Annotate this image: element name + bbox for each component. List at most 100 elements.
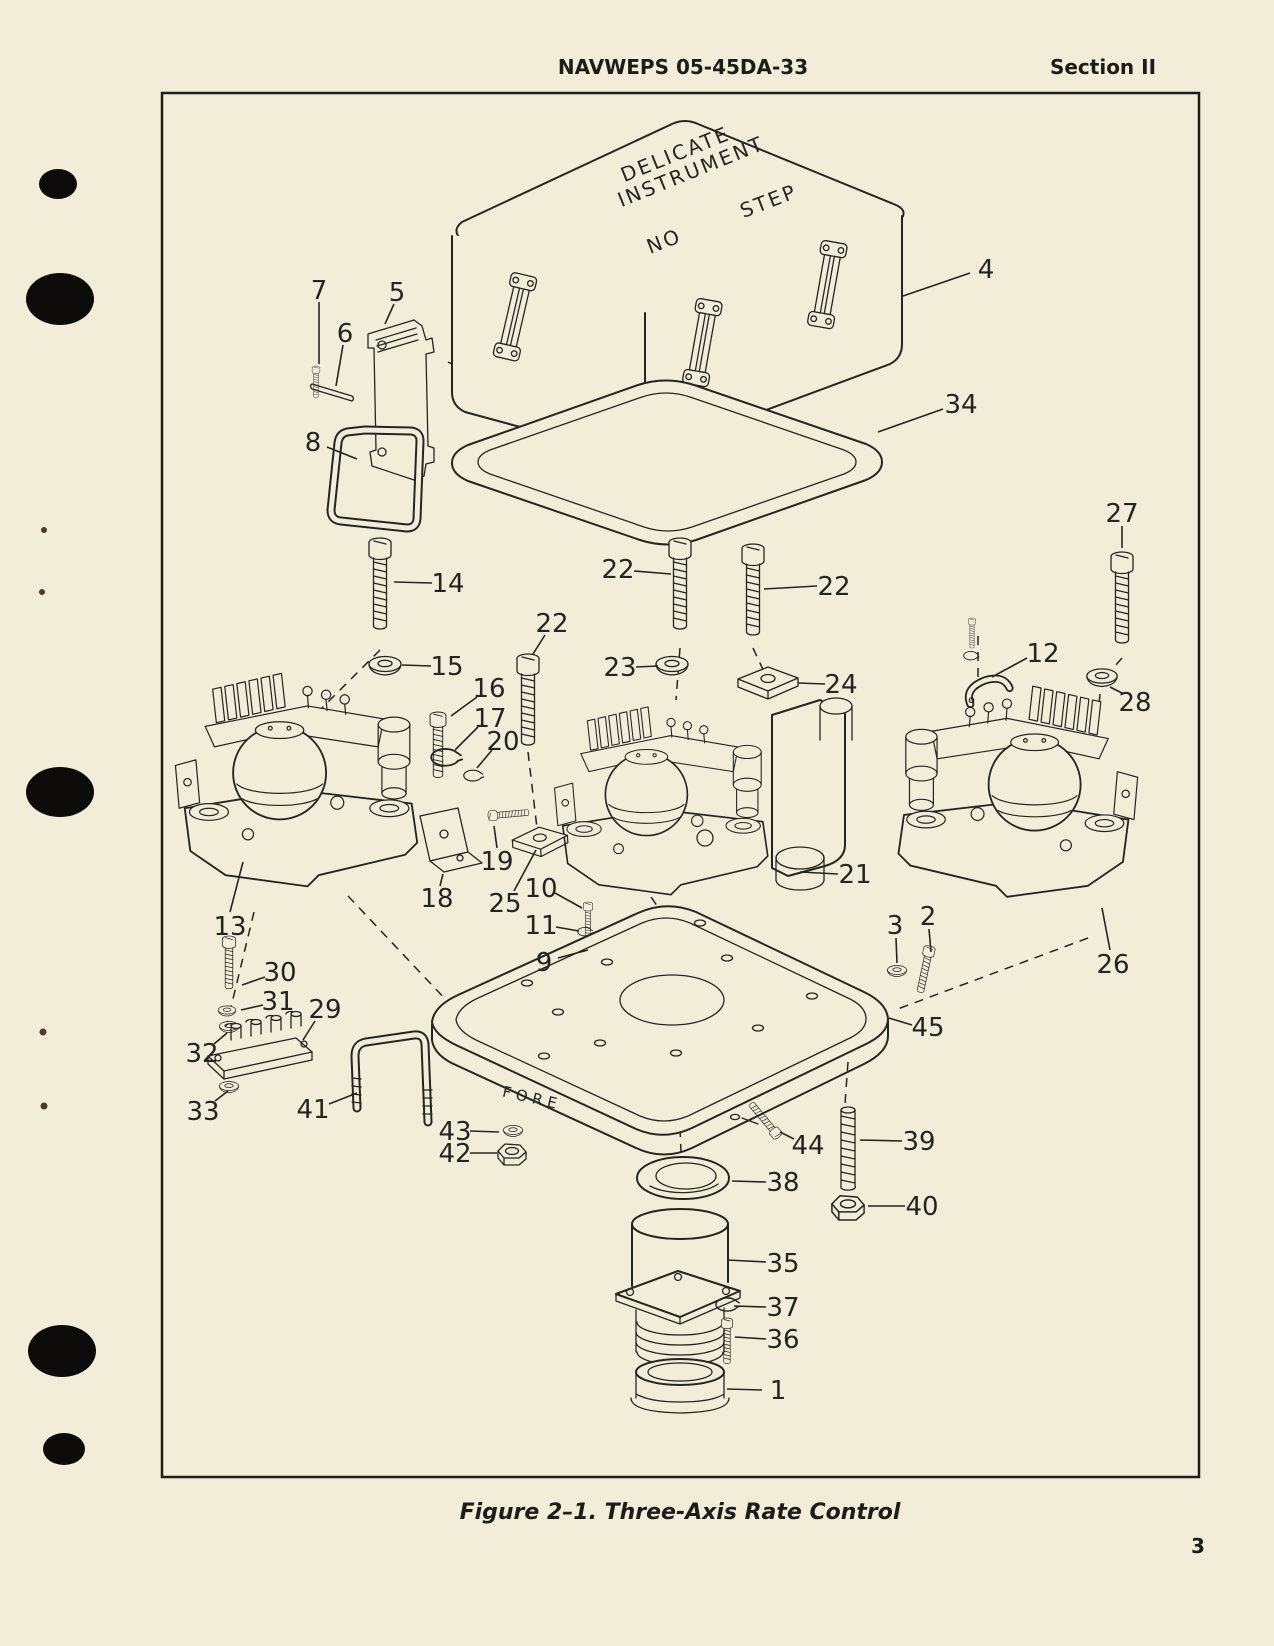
ink-speck: [41, 527, 47, 533]
washer-23: [655, 655, 689, 676]
leader-line-23: [635, 665, 659, 668]
part-callout-21: 21: [838, 860, 871, 890]
part-callout-41: 41: [296, 1095, 329, 1125]
nut-40: [831, 1195, 865, 1221]
rate-gyro-center-21: [553, 697, 853, 896]
leader-line-20: [476, 749, 493, 769]
leader-line-33: [214, 1090, 229, 1102]
part-callout-18: 18: [420, 884, 453, 914]
leader-line-3: [895, 937, 898, 964]
leader-line-37: [733, 1305, 767, 1308]
leader-line-39: [859, 1139, 903, 1142]
rate-gyro-left-13: [174, 672, 419, 888]
binder-dot: [26, 767, 94, 817]
part-callout-10: 10: [524, 874, 557, 904]
binder-dot: [26, 273, 94, 325]
nut-42: [497, 1143, 527, 1166]
clamp-screw-above-12: [963, 617, 980, 661]
part-callout-25: 25: [488, 889, 521, 919]
part-callout-39: 39: [902, 1127, 935, 1157]
part-callout-30: 30: [263, 958, 296, 988]
leader-line-11: [555, 926, 580, 932]
page-number: 3: [1191, 1534, 1205, 1558]
leader-line-8: [326, 446, 358, 460]
leader-line-38: [731, 1180, 767, 1183]
part-callout-6: 6: [337, 319, 354, 349]
leader-line-1: [726, 1388, 763, 1391]
part-callout-20: 20: [486, 727, 519, 757]
leader-line-13: [229, 861, 244, 913]
screw-30: [222, 935, 236, 990]
screw-22a: [668, 537, 692, 630]
leader-line-5: [384, 303, 395, 325]
leader-line-26: [1101, 907, 1111, 951]
part-callout-5: 5: [389, 278, 406, 308]
leader-line-41: [328, 1092, 358, 1105]
leader-line-18: [439, 873, 444, 887]
leader-line-2: [928, 928, 932, 953]
screw-36: [721, 1317, 733, 1364]
part-callout-22: 22: [817, 572, 850, 602]
part-callout-31: 31: [261, 987, 294, 1017]
part-callout-38: 38: [766, 1168, 799, 1198]
part-callout-32: 32: [185, 1039, 218, 1069]
mounting-bracket-5: [367, 319, 435, 481]
leader-line-36: [734, 1336, 767, 1340]
part-callout-7: 7: [311, 276, 328, 306]
part-callout-42: 42: [438, 1139, 471, 1169]
part-callout-43: 43: [438, 1117, 471, 1147]
part-callout-24: 24: [824, 670, 857, 700]
part-callout-9: 9: [536, 948, 553, 978]
part-callout-16: 16: [472, 674, 505, 704]
part-callout-1: 1: [770, 1376, 787, 1406]
screw-2: [914, 944, 936, 994]
part-callout-4: 4: [978, 255, 995, 285]
part-callout-45: 45: [911, 1013, 944, 1043]
part-callout-3: 3: [887, 911, 904, 941]
part-callout-22: 22: [601, 555, 634, 585]
part-callout-11: 11: [524, 911, 557, 941]
part-callout-26: 26: [1096, 950, 1129, 980]
leader-line-22: [763, 585, 818, 590]
header: NAVWEPS 05-45DA-33 Section II: [558, 55, 1156, 79]
screw-27: [1110, 551, 1134, 644]
pin-6: [309, 383, 355, 402]
binder-dot: [28, 1325, 96, 1377]
part-callout-33: 33: [186, 1097, 219, 1127]
leader-line-14: [393, 581, 433, 584]
part-callout-27: 27: [1105, 499, 1138, 529]
part-callout-13: 13: [213, 912, 246, 942]
leader-line-32: [213, 1032, 228, 1045]
washer-43: [503, 1125, 523, 1137]
figure-border: [160, 91, 1201, 1479]
screw-22b: [741, 543, 765, 636]
leader-line-34: [877, 408, 944, 433]
part-callout-12: 12: [1026, 639, 1059, 669]
screw-16: [429, 711, 447, 778]
leader-line-10: [554, 892, 583, 909]
part-callout-14: 14: [431, 569, 464, 599]
doc-number: NAVWEPS 05-45DA-33: [558, 55, 808, 79]
part-callout-2: 2: [920, 902, 937, 932]
ink-speck: [39, 1028, 47, 1036]
rate-gyro-right-26: [897, 685, 1139, 898]
pad-24: [737, 666, 799, 700]
pad-25: [510, 824, 570, 860]
part-callout-37: 37: [766, 1293, 799, 1323]
screw-14: [368, 537, 392, 630]
section-label: Section II: [1050, 55, 1156, 79]
wire-bail-8: [326, 425, 425, 533]
binder-hole-marks: [26, 169, 96, 1465]
leader-line-44: [779, 1131, 795, 1140]
screw-44: [741, 1099, 784, 1141]
washer-33: [219, 1081, 239, 1093]
leader-line-28: [1109, 686, 1125, 695]
leader-line-4: [902, 272, 971, 297]
leader-line-25: [513, 849, 537, 892]
retainer-20: [463, 769, 485, 782]
stud-39: [840, 1106, 857, 1191]
part-callout-35: 35: [766, 1249, 799, 1279]
ring-38: [636, 1156, 730, 1200]
